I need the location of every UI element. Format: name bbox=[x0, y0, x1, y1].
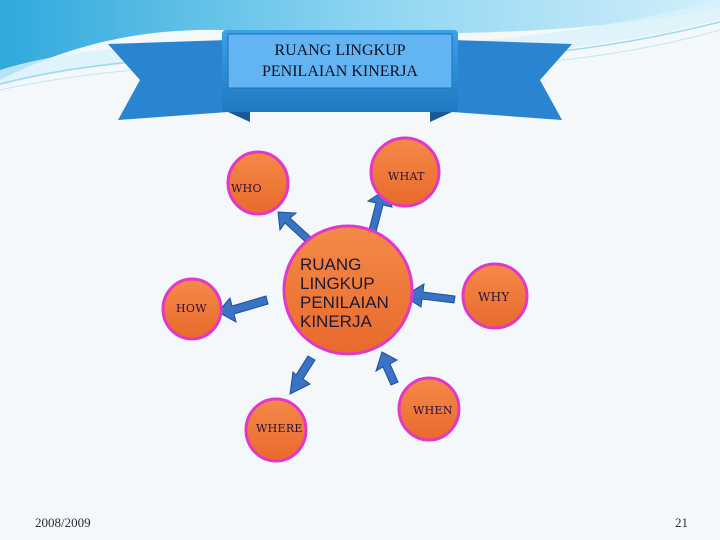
label-where: WHERE bbox=[256, 422, 303, 435]
banner-title: RUANG LINGKUP PENILAIAN KINERJA bbox=[228, 36, 452, 86]
label-who: WHO bbox=[231, 182, 262, 195]
label-how: HOW bbox=[176, 302, 207, 315]
banner-title-line1: RUANG LINGKUP bbox=[274, 42, 406, 59]
node-why bbox=[461, 262, 529, 330]
arrow-to-why bbox=[403, 283, 456, 308]
node-what bbox=[369, 136, 441, 208]
label-why: WHY bbox=[478, 290, 510, 304]
center-label: RUANG LINGKUP PENILAIAN KINERJA bbox=[300, 255, 420, 331]
center-label-line4: KINERJA bbox=[300, 312, 372, 331]
center-label-line2: LINGKUP bbox=[300, 274, 375, 293]
node-who bbox=[226, 150, 290, 216]
arrow-to-how bbox=[217, 295, 269, 323]
label-when: WHEN bbox=[413, 404, 453, 417]
node-where bbox=[244, 397, 308, 463]
footer-page-number: 21 bbox=[675, 515, 688, 530]
center-label-line1: RUANG bbox=[300, 255, 362, 274]
arrow-to-when bbox=[375, 351, 399, 386]
node-center bbox=[282, 224, 414, 356]
node-how bbox=[161, 277, 223, 341]
center-label-line3: PENILAIAN bbox=[300, 293, 389, 312]
banner-title-line2: PENILAIAN KINERJA bbox=[262, 63, 418, 80]
arrow-to-where bbox=[289, 355, 316, 395]
footer-date: 2008/2009 bbox=[35, 515, 91, 530]
node-when bbox=[397, 376, 461, 442]
label-what: WHAT bbox=[388, 170, 425, 183]
